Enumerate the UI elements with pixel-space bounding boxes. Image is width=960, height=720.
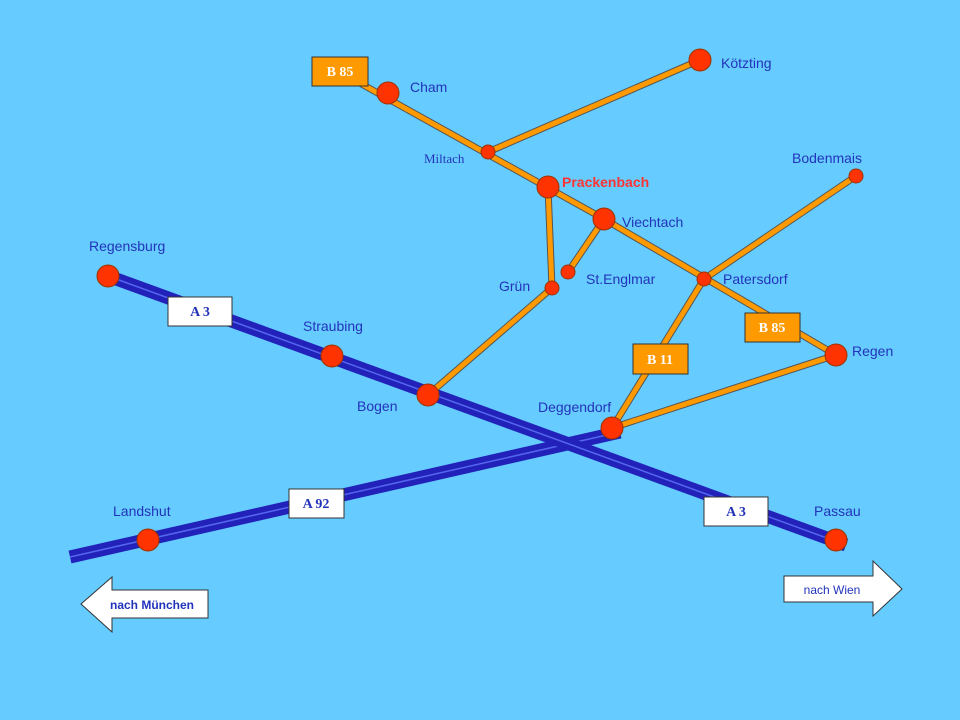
- arrow-left-muenchen: nach München: [80, 575, 209, 634]
- label-bogen: Bogen: [357, 398, 397, 414]
- label-st-englmar: St.Englmar: [586, 271, 656, 287]
- town-dot-prackenbach: [536, 175, 560, 199]
- label-straubing: Straubing: [303, 318, 363, 334]
- arrow-right-wien: nach Wien: [783, 559, 903, 618]
- sign-b11: B 11: [632, 343, 689, 375]
- town-dot-st-englmar: [560, 264, 576, 280]
- regional-roads: [336, 56, 860, 432]
- label-regensburg: Regensburg: [89, 238, 165, 254]
- svg-text:B 11: B 11: [647, 353, 673, 368]
- town-dot-regensburg: [96, 264, 120, 288]
- town-dot-bodenmais: [848, 168, 864, 184]
- town-dot-patersdorf: [696, 271, 712, 287]
- town-dot-viechtach: [592, 207, 616, 231]
- sign-b85-right: B 85: [744, 312, 801, 343]
- town-dot-cham: [376, 81, 400, 105]
- sign-a92: A 92: [288, 488, 345, 519]
- town-dot-koetzting: [688, 48, 712, 72]
- town-dot-regen: [824, 343, 848, 367]
- label-bodenmais: Bodenmais: [792, 150, 862, 166]
- label-landshut: Landshut: [113, 503, 171, 519]
- sign-a3-left: A 3: [167, 296, 233, 327]
- label-deggendorf: Deggendorf: [538, 399, 611, 415]
- svg-text:B 85: B 85: [327, 65, 354, 80]
- town-dot-straubing: [320, 344, 344, 368]
- label-passau: Passau: [814, 503, 861, 519]
- label-regen: Regen: [852, 343, 893, 359]
- sign-b85-top: B 85: [311, 56, 369, 87]
- svg-text:B 85: B 85: [759, 321, 786, 336]
- svg-text:A 3: A 3: [190, 305, 210, 320]
- label-koetzting: Kötzting: [721, 55, 772, 71]
- label-miltach: Miltach: [424, 151, 465, 166]
- label-cham: Cham: [410, 79, 447, 95]
- label-nach-muenchen: nach München: [110, 598, 194, 612]
- highway-a92: [68, 425, 622, 564]
- town-dot-miltach: [480, 144, 496, 160]
- town-dot-gruen: [544, 280, 560, 296]
- label-patersdorf: Patersdorf: [723, 271, 788, 287]
- svg-text:A 92: A 92: [303, 497, 330, 512]
- town-dot-deggendorf: [600, 416, 624, 440]
- town-dot-bogen: [416, 383, 440, 407]
- town-dot-passau: [824, 528, 848, 552]
- svg-text:A 3: A 3: [726, 505, 746, 520]
- label-prackenbach: Prackenbach: [562, 174, 649, 190]
- label-nach-wien: nach Wien: [804, 583, 861, 597]
- town-dot-landshut: [136, 528, 160, 552]
- label-viechtach: Viechtach: [622, 214, 683, 230]
- sign-a3-right: A 3: [703, 496, 769, 527]
- label-gruen: Grün: [499, 278, 530, 294]
